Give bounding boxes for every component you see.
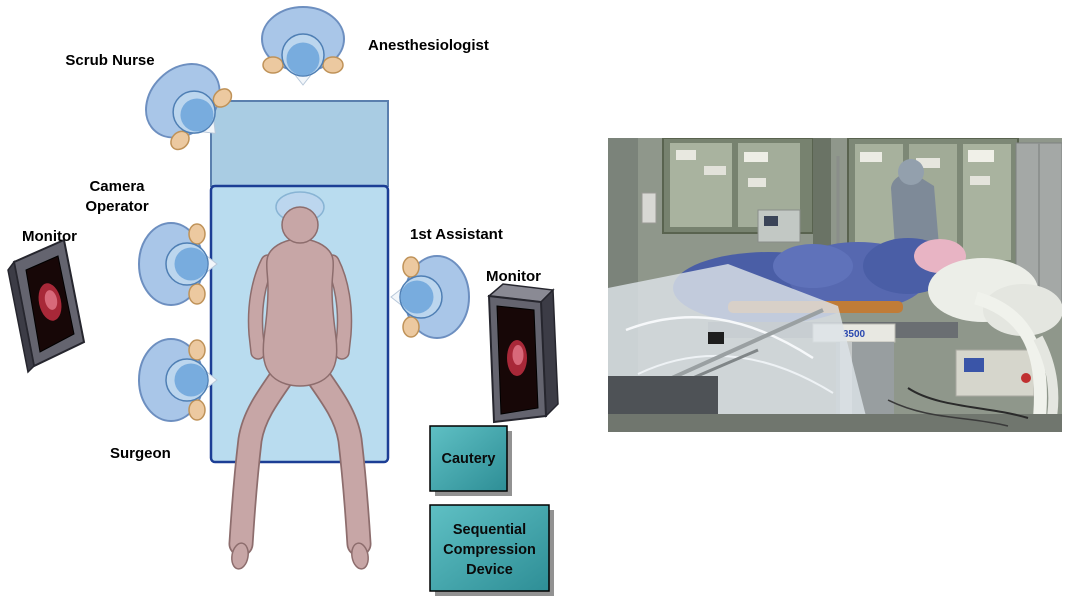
warming-unit (955, 291, 1059, 432)
scd-label-line1: Sequential (453, 522, 526, 538)
table-model-label: 3500 (843, 329, 866, 340)
first-assistant-label: 1st Assistant (410, 226, 503, 243)
anesthesiologist-figure (261, 6, 345, 86)
anesthesiologist-label: Anesthesiologist (368, 37, 489, 54)
cautery-box: Cautery (429, 425, 512, 496)
monitor-left-label: Monitor (22, 228, 77, 245)
camera-operator-label-line2: Operator (85, 198, 149, 215)
monitor-right-label: Monitor (486, 268, 541, 285)
scd-label-line3: Device (466, 562, 513, 578)
camera-operator-figure (138, 222, 218, 306)
or-photo-art: 3500 (608, 138, 1062, 432)
camera-operator-label-line1: Camera (89, 178, 145, 195)
first-assistant-figure (390, 255, 470, 339)
glass-cabinet-left (662, 138, 814, 234)
anesthesia-screen (210, 100, 389, 187)
or-positioning-diagram: Cautery Sequential Compression Device Sc… (7, 6, 559, 596)
surgeon-figure (138, 338, 218, 422)
or-photo: 3500 (608, 138, 1062, 432)
monitor-left-device (7, 238, 86, 374)
compression-device-box: Sequential Compression Device (429, 504, 554, 596)
patient-figure (228, 191, 372, 570)
surgeon-label: Surgeon (110, 445, 171, 462)
cautery-label: Cautery (442, 451, 496, 467)
scrub-nurse-label: Scrub Nurse (65, 52, 154, 69)
patient-head (281, 206, 319, 244)
scd-label-line2: Compression (443, 542, 536, 558)
monitor-right-device (487, 283, 559, 424)
